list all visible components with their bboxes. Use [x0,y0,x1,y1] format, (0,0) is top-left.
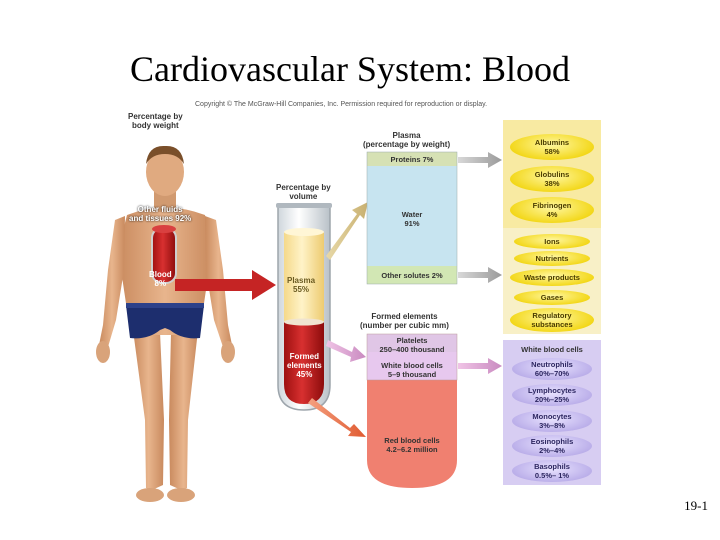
tube-arrows [308,202,368,437]
plasma-weight-header: Plasma (percentage by weight) [363,131,451,149]
albumins-pill: Albumins 58% [510,134,594,160]
percentage-volume-label: Percentage by volume [276,183,331,201]
percentage-body-weight-label: Percentage by body weight [128,112,183,130]
ions-pill: Ions [514,234,590,249]
plasma-column [366,151,458,285]
panel-arrows [458,152,502,374]
white-blood-cell-count-label: White blood cells 5–9 thousand [381,361,443,379]
eosinophils-pill: Eosinophils 2%–4% [512,435,592,457]
gases-pill: Gases [514,290,590,305]
globulins-pill: Globulins 38% [510,166,594,192]
plasma-volume-label: Plasma 55% [287,276,316,294]
other-solutes-label: Other solutes 2% [381,271,443,280]
monocytes-pill: Monocytes 3%–8% [512,410,592,432]
body-to-tube-arrow [175,270,276,300]
red-blood-cell-count-label: Red blood cells 4.2–6.2 million [384,436,440,454]
other-fluids-label: Other fluids and tissues 92% [129,205,192,223]
white-blood-cells-header: White blood cells [521,345,583,354]
formed-elements-column [366,333,458,488]
slide-title: Cardiovascular System: Blood [130,49,570,89]
human-figure [96,145,235,502]
neutrophils-pill: Neutrophils 60%–70% [512,358,592,380]
regulatory-substances-pill: Regulatory substances [510,308,594,332]
formed-volume-label: Formed elements 45% [287,352,322,379]
copyright-notice: Copyright © The McGraw-Hill Companies, I… [195,101,488,108]
basophils-pill: Basophils 0.5%– 1% [512,460,592,482]
slide-number: 19-1 [684,498,708,513]
blood-label: Blood 8% [149,270,172,288]
platelets-label: Platelets 250–400 thousand [379,336,445,354]
nutrients-pill: Nutrients [514,251,590,266]
waste-products-pill: Waste products [510,269,594,286]
water-label: Water 91% [401,210,423,228]
formed-elements-header: Formed elements (number per cubic mm) [360,312,449,330]
fibrinogen-pill: Fibrinogen 4% [510,197,594,223]
proteins-label: Proteins 7% [390,155,434,164]
lymphocytes-pill: Lymphocytes 20%–25% [512,384,592,406]
blood-test-tube [276,203,332,411]
